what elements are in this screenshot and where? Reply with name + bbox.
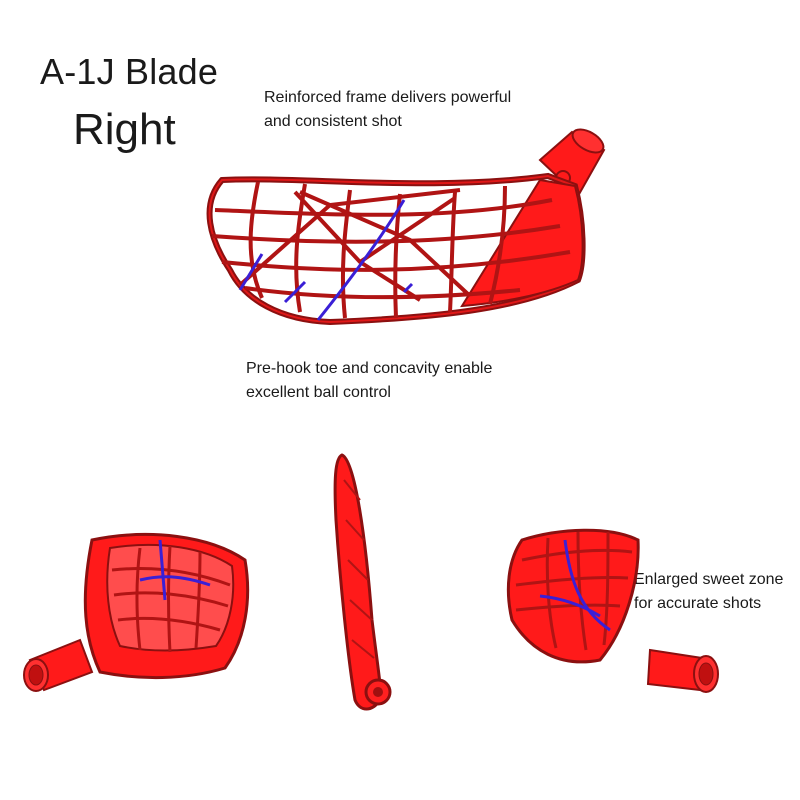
blade-diagonal-frame xyxy=(238,188,472,302)
right-view-shaft xyxy=(646,648,719,693)
blade-accent-lines xyxy=(238,199,414,321)
left-view-shaft xyxy=(23,638,94,692)
caption-sweet-zone: Enlarged sweet zone for accurate shots xyxy=(634,568,783,616)
caption-line: Reinforced frame delivers powerful xyxy=(264,89,512,106)
product-subtitle: Right xyxy=(73,105,176,154)
caption-line: excellent ball control xyxy=(246,384,391,401)
caption-line: and consistent shot xyxy=(264,113,402,130)
product-title: A-1J Blade xyxy=(40,51,219,92)
caption-line: Enlarged sweet zone xyxy=(634,571,784,588)
caption-line: for accurate shots xyxy=(634,595,762,612)
caption-reinforced-frame: Reinforced frame delivers powerful and c… xyxy=(264,86,511,134)
caption-pre-hook: Pre-hook toe and concavity enable excell… xyxy=(246,357,492,405)
blade-ribs-horizontal xyxy=(211,198,571,300)
caption-line: Pre-hook toe and concavity enable xyxy=(246,360,493,377)
